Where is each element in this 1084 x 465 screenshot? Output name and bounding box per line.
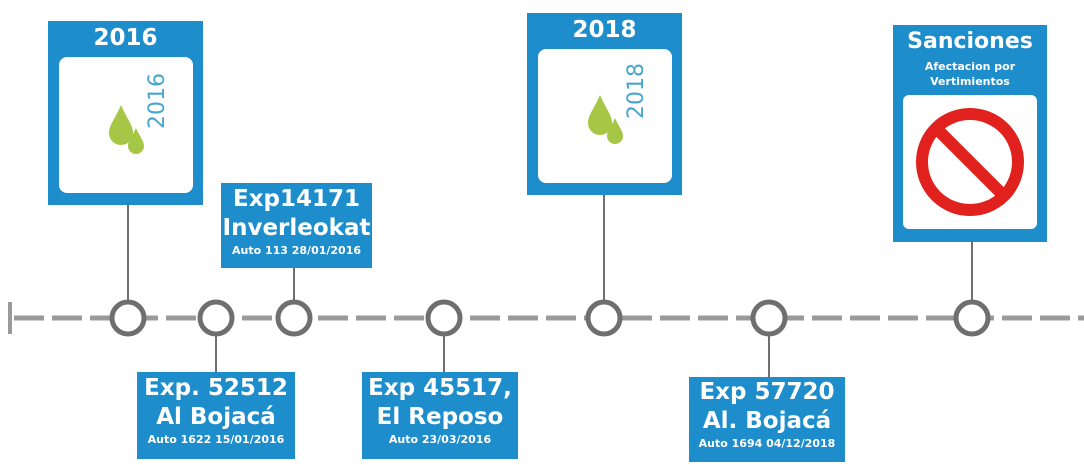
box-exp14171: Exp14171 Inverleokat Auto 113 28/01/2016	[221, 183, 372, 268]
box-exp14171-line3: Auto 113 28/01/2016	[231, 244, 362, 257]
box-exp45517-line2: El Reposo	[376, 404, 504, 430]
box-exp57720-line2: Al. Bojacá	[702, 408, 832, 434]
water-drops-icon	[588, 95, 623, 144]
card-2016-title: 2016	[93, 25, 158, 51]
box-exp52512-line1: Exp. 52512	[144, 375, 288, 401]
card-2018: 2018 2018	[527, 13, 682, 195]
box-exp45517: Exp 45517, El Reposo Auto 23/03/2016	[362, 372, 518, 459]
card-2018-logo-panel: 2018	[538, 49, 672, 183]
card-2016-logo-panel: 2016	[59, 57, 193, 193]
box-exp14171-line2: Inverleokat	[222, 215, 371, 241]
card-sanciones-subtitle-1: Afectacion por	[924, 60, 1016, 73]
card-sanciones-icon-panel	[903, 95, 1037, 229]
box-exp57720-line1: Exp 57720	[699, 379, 835, 405]
box-exp57720: Exp 57720 Al. Bojacá Auto 1694 04/12/201…	[689, 377, 845, 462]
timeline-node	[585, 299, 623, 337]
card-sanciones-subtitle-2: Vertimientos	[930, 75, 1010, 88]
box-exp45517-line1: Exp 45517,	[368, 375, 512, 401]
timeline-node	[425, 299, 463, 337]
box-exp14171-line1: Exp14171	[232, 186, 361, 212]
timeline-node	[197, 299, 235, 337]
timeline-node	[953, 299, 991, 337]
box-exp57720-line3: Auto 1694 04/12/2018	[698, 437, 836, 450]
box-exp45517-line3: Auto 23/03/2016	[388, 433, 492, 446]
card-2016: 2016 2016	[48, 21, 203, 205]
box-exp52512: Exp. 52512 Al Bojacá Auto 1622 15/01/201…	[137, 372, 295, 459]
water-drops-icon	[109, 105, 144, 154]
card-2018-title: 2018	[572, 17, 637, 43]
box-exp52512-line2: Al Bojacá	[156, 404, 276, 430]
logo-year-2016: 2016	[145, 73, 170, 129]
timeline-node	[275, 299, 313, 337]
logo-year-2018: 2018	[624, 63, 649, 119]
card-sanciones: Sanciones Afectacion por Vertimientos	[893, 25, 1047, 242]
card-sanciones-title: Sanciones	[907, 29, 1033, 54]
forbidden-icon	[916, 108, 1024, 216]
timeline-node	[750, 299, 788, 337]
box-exp52512-line3: Auto 1622 15/01/2016	[147, 433, 285, 446]
timeline-node	[109, 299, 147, 337]
